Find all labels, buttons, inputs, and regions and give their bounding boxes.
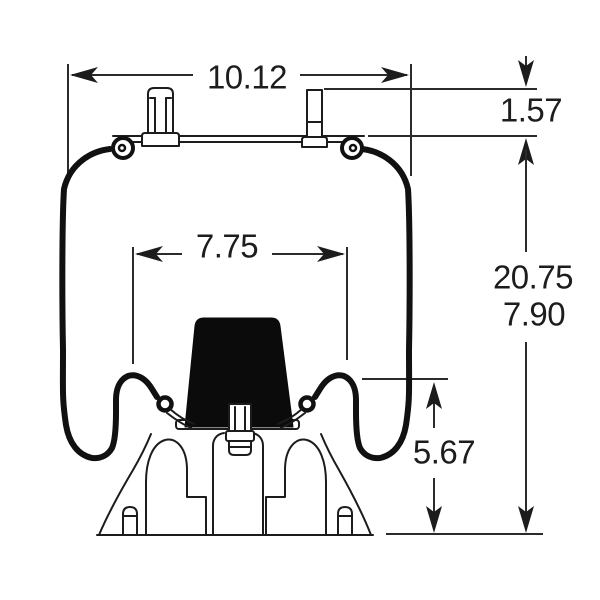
arrow-left-icon xyxy=(70,67,98,83)
arrow-down-icon xyxy=(426,506,442,533)
dimension-overall-width xyxy=(67,64,412,176)
bumper xyxy=(184,317,294,428)
arrow-down-icon xyxy=(518,60,534,87)
dimension-label-height-max: 20.75 xyxy=(492,258,574,296)
dimension-label-base-height: 5.67 xyxy=(412,433,476,471)
bellows-bead-left xyxy=(156,395,174,413)
dimension-label-stud-height: 1.57 xyxy=(499,91,563,129)
plate-curl-left xyxy=(111,136,135,160)
bellows-bead-right xyxy=(298,395,316,413)
dimension-annotations xyxy=(67,56,543,535)
bellows xyxy=(59,146,413,462)
dimension-overall-height xyxy=(518,150,534,533)
mounting-stud xyxy=(301,89,328,148)
dimension-base-height xyxy=(362,378,543,535)
arrow-left-icon xyxy=(135,246,163,262)
piston-center-stud xyxy=(225,403,255,456)
arrow-right-icon xyxy=(317,246,345,262)
arrow-up-icon xyxy=(426,382,442,409)
base-stud-left xyxy=(122,506,138,536)
dimension-label-height-min: 7.90 xyxy=(502,295,566,333)
plate-curl-right xyxy=(340,136,364,160)
base-stud-right xyxy=(337,506,353,536)
air-spring-drawing xyxy=(59,87,413,536)
dimension-piston-diameter xyxy=(132,246,348,364)
dimension-label-overall-width: 10.12 xyxy=(206,58,288,96)
dimension-label-piston-diameter: 7.75 xyxy=(195,227,259,265)
piston-pedestal xyxy=(96,432,374,536)
air-fitting xyxy=(141,87,180,147)
arrow-down-icon xyxy=(518,506,534,533)
top-plate xyxy=(111,87,365,160)
arrow-right-icon xyxy=(381,67,409,83)
